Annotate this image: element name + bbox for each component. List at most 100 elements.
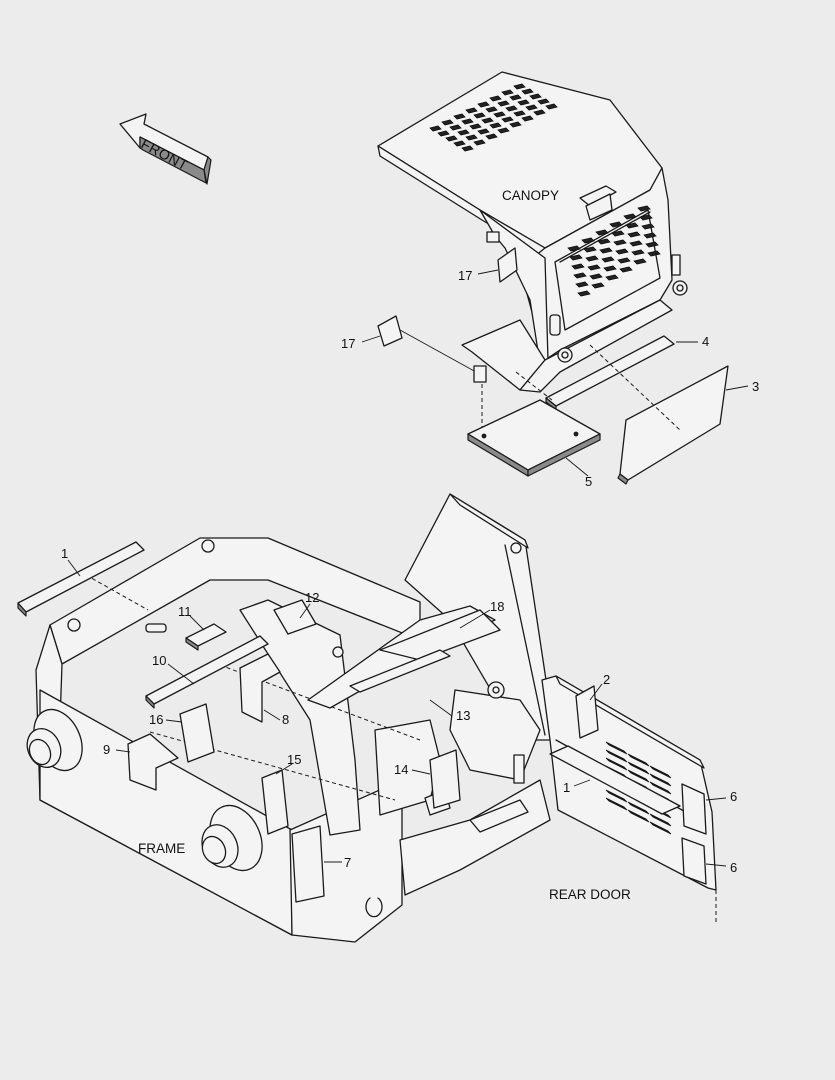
callout-11: 11 — [178, 604, 192, 619]
canopy-assembly: CANOPY — [377, 71, 688, 393]
panel-3 — [619, 365, 729, 481]
vent-slot — [453, 113, 466, 120]
decal-7 — [291, 825, 325, 903]
bar-13 — [349, 649, 451, 693]
decal-16 — [179, 703, 215, 763]
vent-slot — [509, 121, 522, 128]
callout-1-frame: 1 — [61, 546, 68, 561]
callout-12: 12 — [305, 590, 319, 605]
vent-slot — [627, 761, 650, 775]
callout-14: 14 — [394, 762, 408, 777]
callout-3: 3 — [752, 379, 759, 394]
vent-slot — [481, 117, 494, 124]
vent-slot — [625, 222, 639, 229]
floor-plate-5 — [467, 399, 601, 471]
vent-slot — [445, 135, 458, 142]
vent-slot — [649, 821, 672, 835]
vent-slot — [517, 99, 530, 106]
callout-16: 16 — [149, 712, 163, 727]
vent-slot — [641, 223, 655, 230]
decal-15 — [261, 769, 289, 835]
vent-slot — [545, 103, 558, 110]
vent-slot — [497, 127, 510, 134]
vent-slot — [605, 741, 628, 755]
vent-slot — [647, 250, 661, 257]
vent-slot — [623, 213, 637, 220]
vent-slot — [489, 95, 502, 102]
vent-slot — [569, 254, 583, 261]
vent-slot — [643, 232, 657, 239]
vent-slot — [465, 134, 478, 141]
vent-slot — [597, 238, 611, 245]
vent-slot — [501, 116, 514, 123]
callout-13: 13 — [456, 708, 470, 723]
vent-slot — [637, 205, 651, 212]
callout-17-lower: 17 — [341, 336, 355, 351]
hub-left — [26, 708, 83, 772]
vent-slot — [627, 231, 641, 238]
callout-15: 15 — [287, 752, 301, 767]
frame-parts — [17, 541, 501, 903]
callout-9: 9 — [103, 742, 110, 757]
callout-4: 4 — [702, 334, 709, 349]
vent-slot — [605, 757, 628, 771]
vent-slot — [581, 237, 595, 244]
callout-numbers: 17 17 4 3 5 1 11 12 18 10 2 16 8 13 9 15… — [61, 268, 759, 875]
vent-slot — [627, 801, 650, 815]
vent-slot — [583, 246, 597, 253]
vent-slot — [595, 229, 609, 236]
vent-slot — [613, 239, 627, 246]
vent-slot — [627, 809, 650, 823]
vent-slot — [461, 118, 474, 125]
decal-14 — [429, 749, 461, 809]
vent-slot — [465, 107, 478, 114]
canopy-parts — [377, 247, 729, 485]
decal-17-upper — [497, 247, 518, 283]
callout-1-door: 1 — [563, 780, 570, 795]
vent-slot — [649, 765, 672, 779]
vent-slot — [469, 123, 482, 130]
callout-10: 10 — [152, 653, 166, 668]
vent-slot — [617, 257, 631, 264]
vent-slot — [605, 797, 628, 811]
vent-slot — [631, 249, 645, 256]
vent-slot — [609, 221, 623, 228]
vent-slot — [437, 130, 450, 137]
hub-right — [201, 804, 263, 872]
vent-slot — [649, 813, 672, 827]
vent-slot — [629, 240, 643, 247]
vent-slot — [627, 769, 650, 783]
vent-slot — [605, 789, 628, 803]
decal-6-lower — [681, 837, 707, 885]
vent-slot — [633, 258, 647, 265]
rear-door-label: REAR DOOR — [549, 887, 631, 902]
vent-slot — [509, 94, 522, 101]
front-arrow-icon: FRONT — [119, 113, 212, 185]
callout-18: 18 — [490, 599, 504, 614]
vent-slot — [505, 105, 518, 112]
vent-slot — [497, 100, 510, 107]
vent-slot — [589, 273, 603, 280]
vent-slot — [501, 89, 514, 96]
vent-slot — [573, 272, 587, 279]
callout-2: 2 — [603, 672, 610, 687]
vent-slot — [599, 247, 613, 254]
rear-screen-grid — [567, 205, 661, 297]
decal-8 — [239, 653, 281, 723]
vent-slot — [571, 263, 585, 270]
vent-slot — [615, 248, 629, 255]
vent-slot — [457, 129, 470, 136]
canopy-label: CANOPY — [502, 188, 559, 203]
vent-slot — [461, 145, 474, 152]
vent-slot — [529, 93, 542, 100]
vent-slot — [639, 214, 653, 221]
vent-slot — [649, 773, 672, 787]
vent-slot — [575, 281, 589, 288]
roof-vent-grid — [429, 83, 558, 152]
vent-slot — [473, 139, 486, 146]
callout-leaders — [67, 269, 749, 867]
vent-slot — [603, 265, 617, 272]
vent-slot — [605, 274, 619, 281]
